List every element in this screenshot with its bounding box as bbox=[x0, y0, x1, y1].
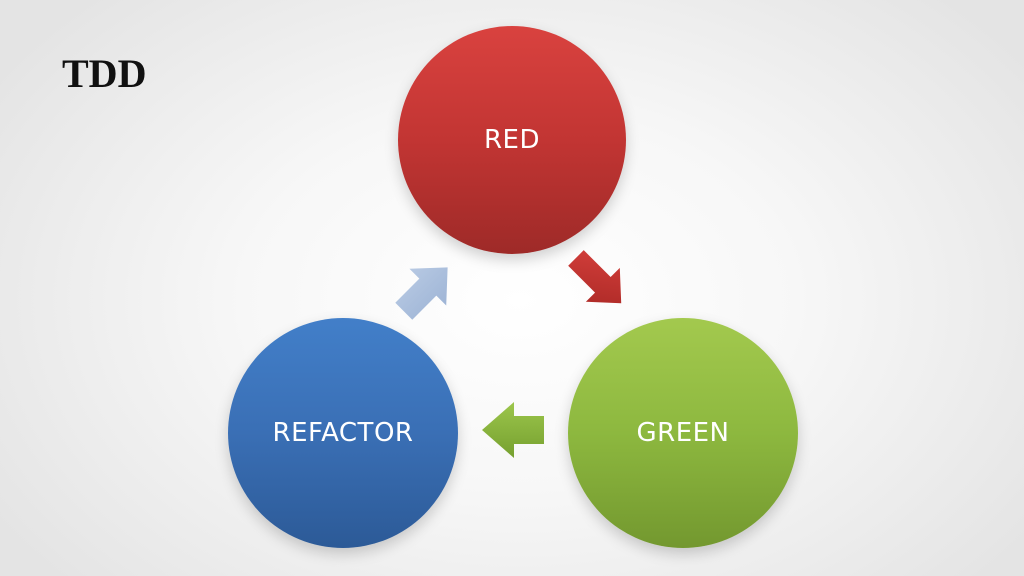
red-step-label: RED bbox=[483, 125, 540, 155]
slide-title: TDD bbox=[62, 51, 147, 96]
refactor-step-circle: REFACTOR bbox=[228, 318, 458, 548]
refactor-step-label: REFACTOR bbox=[272, 418, 414, 448]
green-step-label: GREEN bbox=[636, 418, 730, 448]
arrow-red-to-green bbox=[568, 250, 622, 304]
arrow-refactor-to-red bbox=[395, 267, 448, 320]
green-step-circle: GREEN bbox=[568, 318, 798, 548]
arrow-green-to-refactor bbox=[482, 402, 544, 458]
red-step-circle: RED bbox=[398, 26, 626, 254]
